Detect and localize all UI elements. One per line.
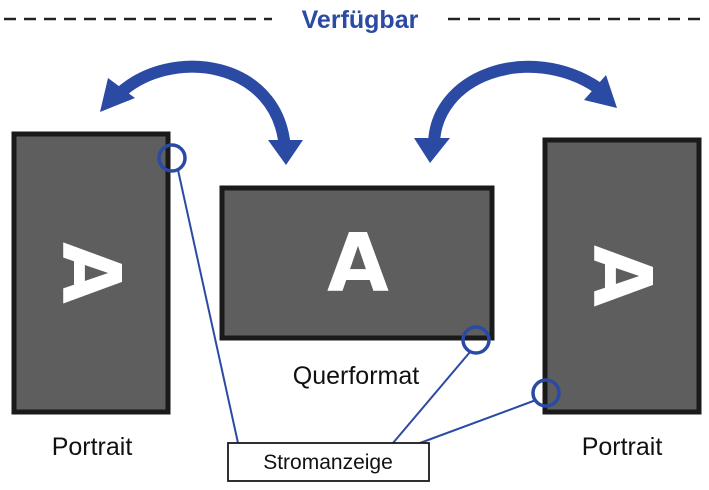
rotate-right-arrow-icon	[414, 60, 617, 163]
leader-line-right	[419, 399, 537, 444]
portrait-letter-right: A	[576, 245, 669, 307]
portrait-letter-left: A	[45, 242, 138, 304]
portrait-screen-left: A	[11, 131, 171, 415]
caption-landscape: Querformat	[293, 362, 419, 390]
leader-line-left	[177, 169, 239, 444]
landscape-screen: A	[219, 185, 495, 341]
power-indicator-center	[461, 325, 491, 355]
header-title: Verfügbar	[302, 6, 419, 34]
power-label-box: Stromanzeige	[227, 442, 430, 482]
leader-line-center	[392, 351, 471, 444]
landscape-letter: A	[327, 217, 389, 310]
caption-portrait-right: Portrait	[582, 433, 663, 461]
caption-portrait-left: Portrait	[52, 433, 133, 461]
power-label-text: Stromanzeige	[263, 451, 393, 474]
portrait-screen-right: A	[542, 137, 702, 415]
power-indicator-left	[157, 143, 187, 173]
power-indicator-right	[531, 378, 561, 408]
rotate-left-arrow-icon	[100, 60, 303, 165]
